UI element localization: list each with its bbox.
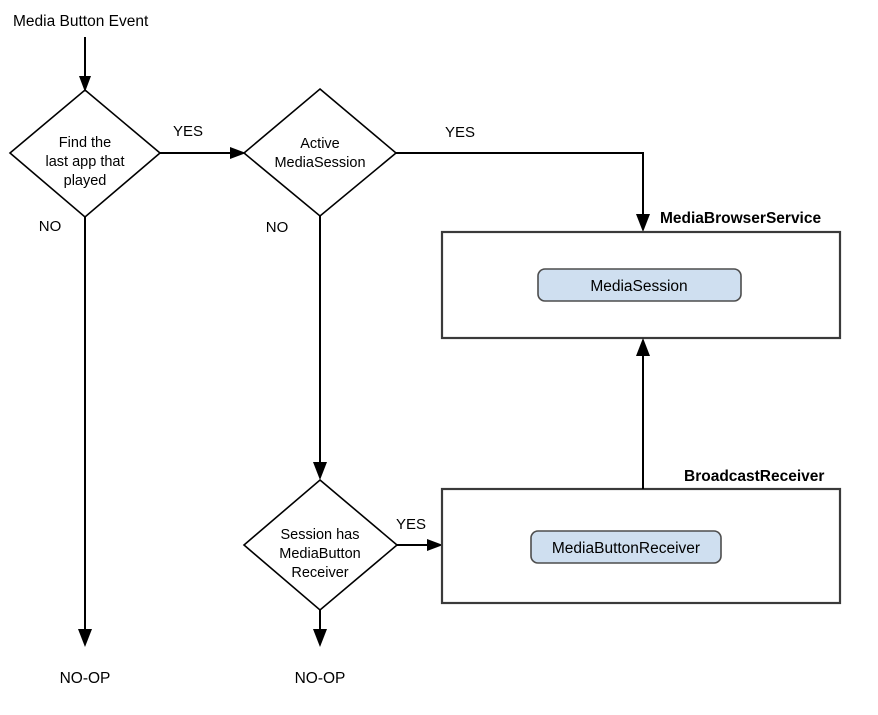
decision-active-mediasession-line-1: Active — [300, 136, 340, 152]
container-caption-broadcastreceiver: BroadcastReceiver — [684, 468, 824, 485]
decision-find-last-app-line-3: played — [64, 173, 107, 189]
edge-session-has-receiver-yes: YES — [396, 516, 443, 551]
container-broadcastreceiver: MediaButtonReceiver — [440, 487, 842, 605]
decision-find-last-app: Find the last app that played — [8, 88, 162, 219]
container-caption-mediabrowserservice: MediaBrowserService — [660, 210, 821, 227]
container-mediabrowserservice: MediaSession — [440, 230, 842, 340]
edge-active-mediasession-no: NO — [266, 216, 327, 480]
edge-label-find-last-app-no: NO — [39, 218, 62, 235]
edge-label-find-last-app-yes: YES — [173, 123, 203, 140]
decision-session-has-mediabutton-receiver-line-2: MediaButton — [279, 546, 360, 562]
decision-active-mediasession-line-2: MediaSession — [274, 155, 365, 171]
edge-session-has-receiver-no — [313, 610, 327, 647]
terminal-no-op-left: NO-OP — [60, 670, 111, 687]
decision-find-last-app-line-1: Find the — [59, 135, 111, 151]
decision-session-has-mediabutton-receiver-line-1: Session has — [281, 527, 360, 543]
edge-find-last-app-no: NO — [39, 217, 92, 647]
edge-label-session-has-receiver-yes: YES — [396, 516, 426, 533]
terminal-no-op-middle: NO-OP — [295, 670, 346, 687]
node-mediabuttonreceiver-label: MediaButtonReceiver — [552, 540, 700, 557]
edge-label-active-mediasession-no: NO — [266, 219, 289, 236]
edge-label-active-mediasession-yes: YES — [445, 124, 475, 141]
node-mediasession[interactable]: MediaSession — [537, 268, 742, 302]
decision-session-has-mediabutton-receiver-line-3: Receiver — [291, 565, 348, 581]
node-mediabuttonreceiver[interactable]: MediaButtonReceiver — [530, 530, 722, 564]
edge-active-mediasession-yes: YES — [396, 124, 650, 232]
decision-active-mediasession: Active MediaSession — [242, 87, 398, 218]
edge-broadcastreceiver-to-mediabrowserservice — [636, 338, 650, 489]
node-mediasession-label: MediaSession — [590, 278, 687, 295]
edge-entry-to-find-last-app — [79, 37, 91, 92]
decision-session-has-mediabutton-receiver: Session has MediaButton Receiver — [242, 478, 399, 612]
entry-label-media-button-event: Media Button Event — [13, 13, 149, 30]
decision-find-last-app-line-2: last app that — [46, 154, 125, 170]
edge-find-last-app-yes: YES — [160, 123, 246, 159]
